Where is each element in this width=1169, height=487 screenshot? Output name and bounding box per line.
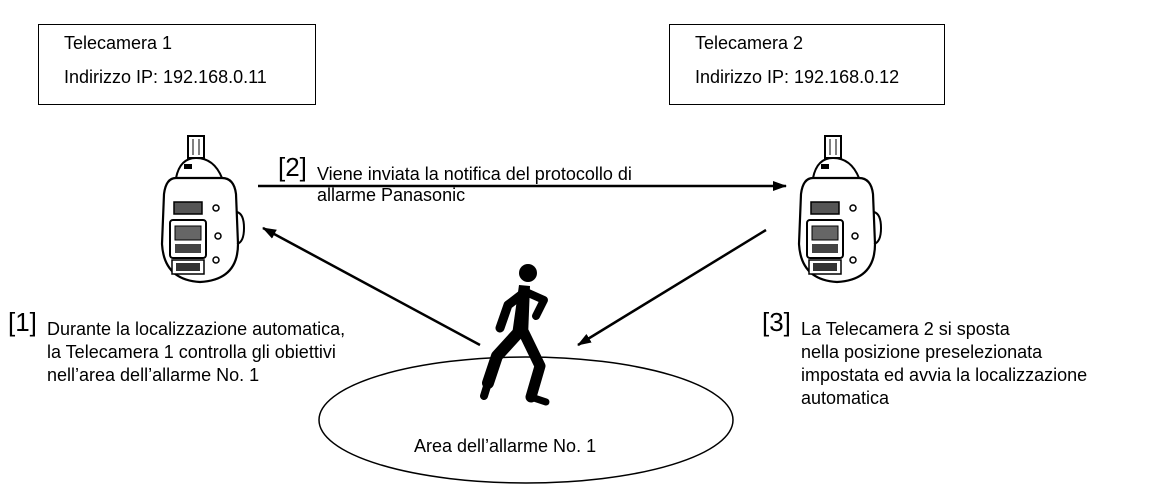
- alarm-area-ellipse: [318, 356, 734, 484]
- arrow-camera1-tracking: [262, 226, 481, 347]
- running-person-icon: [480, 264, 550, 406]
- step2-line1: Viene inviata la notifica del protocollo…: [317, 164, 632, 184]
- step1-number: [1]: [8, 307, 37, 337]
- alarm-area-label: Area dell’allarme No. 1: [414, 436, 597, 456]
- step1-line1: Durante la localizzazione automatica,: [47, 319, 346, 339]
- step3-line2: nella posizione preselezionata: [801, 342, 1043, 362]
- step3-number: [3]: [762, 307, 791, 337]
- camera1-icon: [160, 134, 246, 284]
- step1-line3: nell’area dell’allarme No. 1: [47, 365, 260, 385]
- step3-line1: La Telecamera 2 si sposta: [801, 319, 1010, 339]
- step1-line2: la Telecamera 1 controlla gli obiettivi: [47, 342, 336, 362]
- camera2-ip: Indirizzo IP: 192.168.0.12: [695, 67, 900, 87]
- camera1-info-box: Telecamera 1 Indirizzo IP: 192.168.0.11: [38, 24, 316, 105]
- camera1-name: Telecamera 1: [64, 33, 173, 53]
- step3-line3: impostata ed avvia la localizzazione: [801, 365, 1088, 385]
- step3-line4: automatica: [801, 388, 890, 408]
- camera2-info-box: Telecamera 2 Indirizzo IP: 192.168.0.12: [669, 24, 945, 105]
- camera1-ip: Indirizzo IP: 192.168.0.11: [64, 67, 267, 87]
- camera2-name: Telecamera 2: [695, 33, 804, 53]
- camera2-icon: [797, 134, 883, 284]
- arrow-camera2-move: [577, 228, 767, 347]
- step2-line2: allarme Panasonic: [317, 185, 466, 205]
- step2-number: [2]: [278, 152, 307, 182]
